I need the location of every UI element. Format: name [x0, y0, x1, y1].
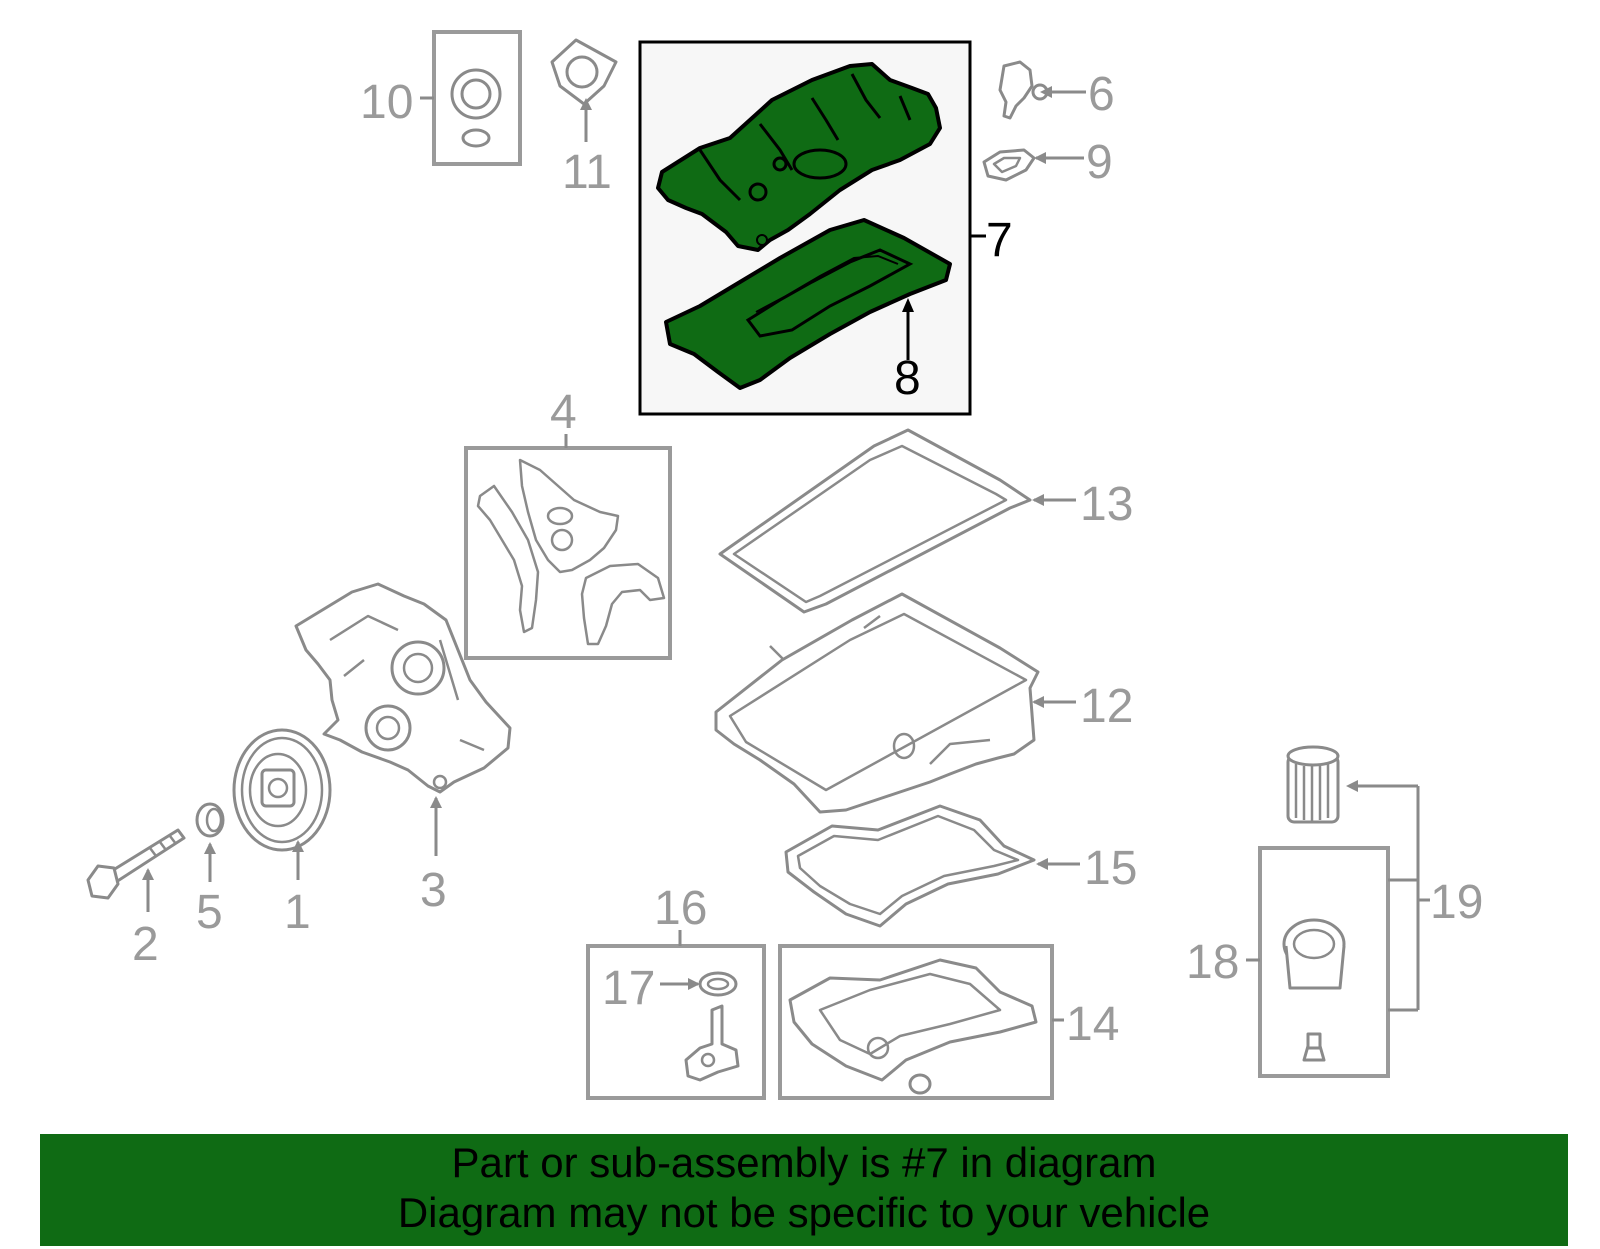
callout-16: 16: [654, 882, 707, 935]
callout-15: 15: [1084, 842, 1137, 895]
part-9-seal[interactable]: [982, 148, 1084, 182]
part-19-oil-filter-group[interactable]: [1246, 745, 1430, 1078]
part-14-lower-oil-pan[interactable]: [778, 944, 1064, 1100]
part-11-filler-cap[interactable]: [550, 38, 618, 142]
part-13-gasket[interactable]: [718, 428, 1076, 614]
callout-19: 19: [1430, 876, 1483, 929]
callout-5: 5: [196, 886, 223, 939]
callout-14: 14: [1066, 998, 1119, 1051]
callout-17: 17: [602, 962, 655, 1015]
part-10-cap-group[interactable]: [420, 30, 522, 166]
part-1-pulley[interactable]: [232, 728, 332, 880]
banner-line-2: Diagram may not be specific to your vehi…: [397, 1189, 1211, 1236]
part-15-gasket[interactable]: [784, 804, 1080, 928]
part-12-oil-pan[interactable]: [714, 592, 1076, 814]
callout-4: 4: [550, 386, 577, 439]
callout-11: 11: [562, 146, 612, 199]
callout-13: 13: [1080, 478, 1133, 531]
banner-line-1: Part or sub-assembly is #7 in diagram: [451, 1139, 1157, 1186]
part-5-washer[interactable]: [195, 802, 225, 882]
callout-2: 2: [132, 918, 159, 971]
part-7-valve-cover[interactable]: [656, 62, 942, 252]
callout-7: 7: [986, 214, 1013, 267]
part-2-bolt[interactable]: [86, 828, 186, 912]
callout-1: 1: [284, 886, 311, 939]
callout-9: 9: [1086, 136, 1113, 189]
callout-8: 8: [894, 352, 921, 405]
part-3-timing-cover[interactable]: [294, 582, 512, 856]
part-6-sensor[interactable]: [998, 60, 1086, 120]
part-4-gasket-set[interactable]: [464, 434, 672, 660]
callout-6: 6: [1088, 68, 1115, 121]
info-banner: Part or sub-assembly is #7 in diagram Di…: [40, 1134, 1568, 1246]
callout-12: 12: [1080, 680, 1133, 733]
part-16-oil-level-sensor-group[interactable]: [586, 930, 766, 1100]
callout-10: 10: [360, 76, 413, 129]
part-8-gasket[interactable]: [664, 218, 952, 390]
callout-18: 18: [1186, 936, 1239, 989]
callout-3: 3: [420, 864, 447, 917]
